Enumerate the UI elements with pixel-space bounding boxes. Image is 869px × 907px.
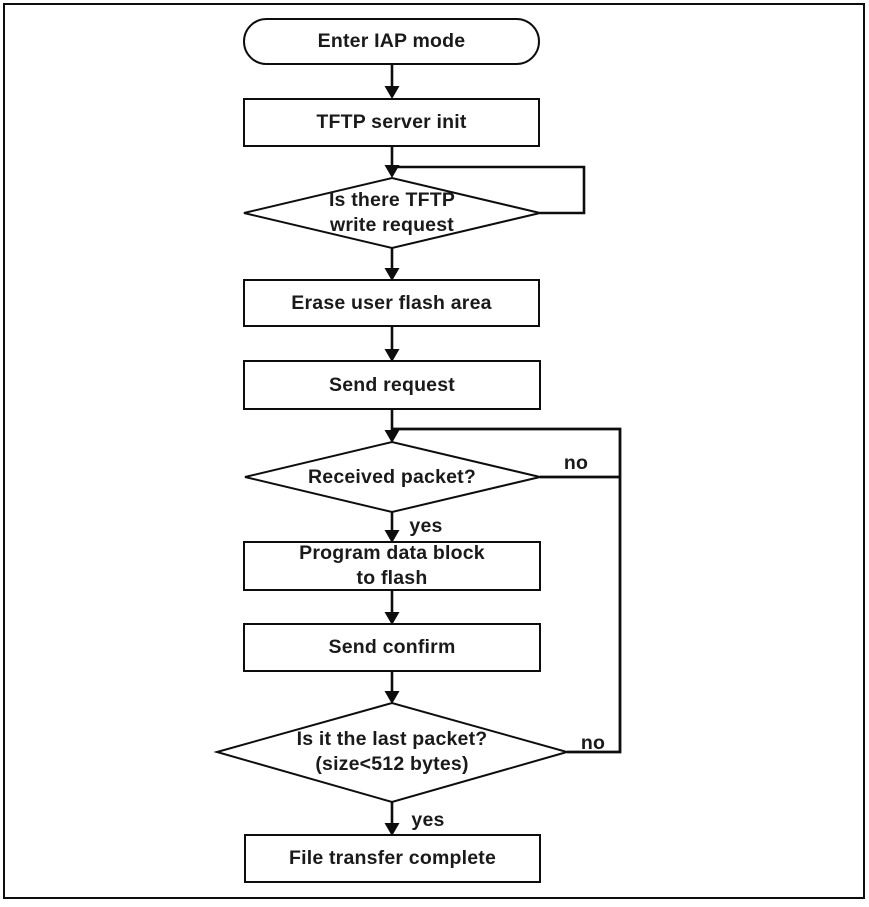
node-send-confirm: Send confirm [243, 623, 541, 672]
node-program-data-block: Program data block to flash [243, 541, 541, 591]
arrowhead-to-tftp-init [384, 86, 400, 99]
arrowhead-to-program-data [384, 530, 400, 543]
decision-last-packet-shape [213, 701, 571, 804]
edge-label-last-packet-yes: yes [411, 809, 445, 831]
arrowhead-to-last-packet [384, 691, 400, 704]
decision-received-packet-shape [244, 440, 541, 514]
arrowheads [384, 86, 400, 836]
arrowhead-to-file-complete [384, 823, 400, 836]
edge-last-packet-no-loop [392, 427, 622, 754]
node-erase-user-flash: Erase user flash area [243, 279, 540, 327]
node-start: Enter IAP mode [243, 18, 540, 65]
arrowhead-to-send-request [384, 349, 400, 362]
arrowhead-to-erase-flash [384, 268, 400, 281]
node-tftp-server-init: TFTP server init [243, 98, 540, 147]
decision-tftp-write-request-shape [243, 176, 541, 250]
arrowhead-to-received-packet [384, 430, 400, 443]
node-last-packet-label: Is it the last packet? (size<512 bytes) [296, 728, 488, 775]
node-send-request: Send request [243, 360, 541, 410]
node-received-packet-label: Received packet? [308, 465, 476, 488]
arrowhead-to-write-request [384, 165, 400, 178]
edge-label-received-packet-yes: yes [409, 515, 443, 537]
edge-label-received-packet-no: no [563, 452, 589, 474]
node-tftp-write-request-label: Is there TFTP write request [328, 189, 456, 236]
edge-write-request-loop [392, 165, 586, 215]
edge-label-last-packet-no: no [580, 732, 606, 754]
arrowhead-to-send-confirm [384, 612, 400, 625]
node-file-transfer-complete: File transfer complete [244, 834, 541, 883]
